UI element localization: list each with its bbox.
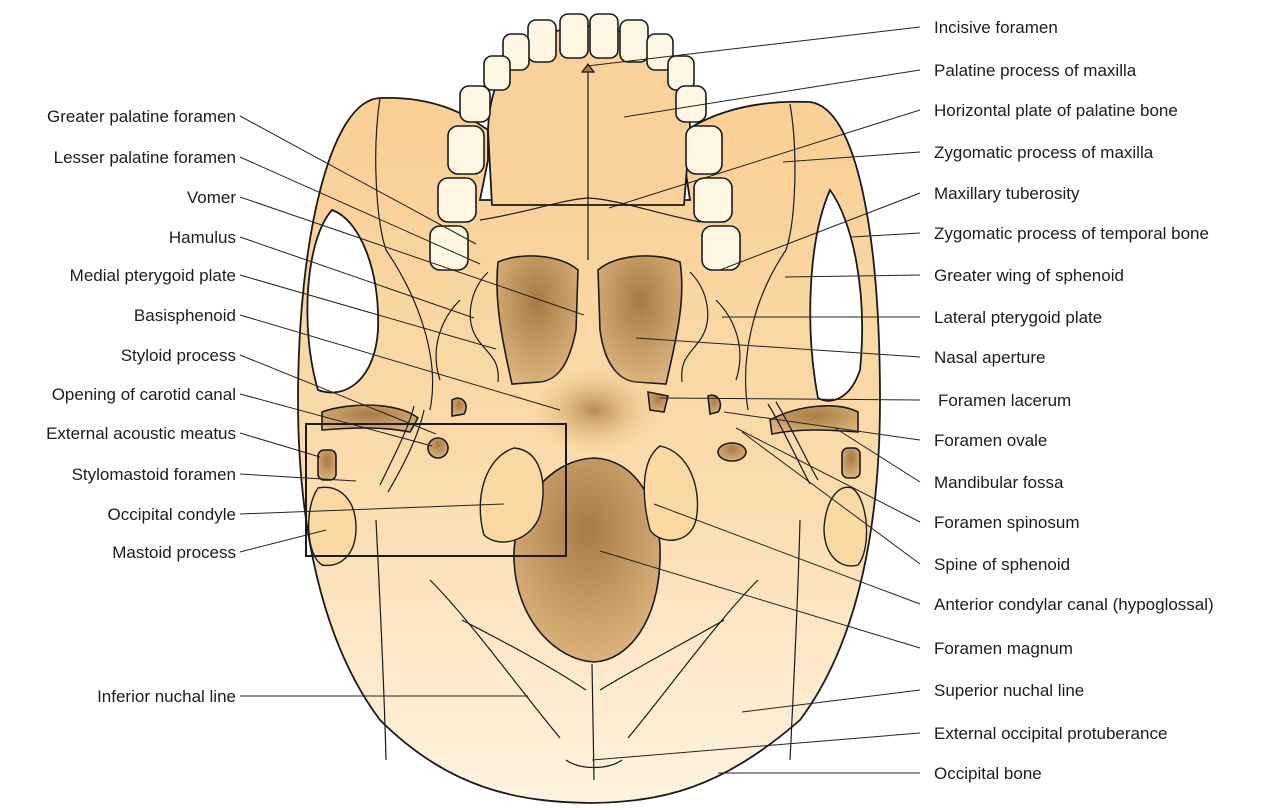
label-mandibular-fossa: Mandibular fossa xyxy=(934,473,1064,492)
label-vomer: Vomer xyxy=(187,188,236,207)
label-medial-pterygoid-plate: Medial pterygoid plate xyxy=(70,266,236,285)
label-basisphenoid: Basisphenoid xyxy=(134,306,236,325)
label-greater-wing-of-sphenoid: Greater wing of sphenoid xyxy=(934,266,1124,285)
label-external-acoustic-meatus: External acoustic meatus xyxy=(46,424,236,443)
left-acoustic-meatus xyxy=(318,450,336,480)
labels-right: Incisive foramen Palatine process of max… xyxy=(934,18,1214,783)
label-styloid-process: Styloid process xyxy=(121,346,236,365)
label-mastoid-process: Mastoid process xyxy=(112,543,236,562)
label-foramen-magnum: Foramen magnum xyxy=(934,639,1073,658)
basisphenoid-region xyxy=(524,362,664,458)
label-greater-palatine-foramen: Greater palatine foramen xyxy=(47,107,236,126)
label-foramen-spinosum: Foramen spinosum xyxy=(934,513,1080,532)
label-zygomatic-process-of-maxilla: Zygomatic process of maxilla xyxy=(934,143,1154,162)
label-stylomastoid-foramen: Stylomastoid foramen xyxy=(72,465,236,484)
label-foramen-lacerum: Foramen lacerum xyxy=(938,391,1071,410)
label-inferior-nuchal-line: Inferior nuchal line xyxy=(97,687,236,706)
label-external-occipital-protuberance: External occipital protuberance xyxy=(934,724,1167,743)
label-superior-nuchal-line: Superior nuchal line xyxy=(934,681,1084,700)
label-hamulus: Hamulus xyxy=(169,228,236,247)
label-opening-of-carotid-canal: Opening of carotid canal xyxy=(52,385,236,404)
labels-left: Greater palatine foramen Lesser palatine… xyxy=(46,107,236,706)
label-palatine-process-of-maxilla: Palatine process of maxilla xyxy=(934,61,1137,80)
label-foramen-ovale: Foramen ovale xyxy=(934,431,1047,450)
label-anterior-condylar-canal: Anterior condylar canal (hypoglossal) xyxy=(934,595,1214,614)
label-occipital-bone: Occipital bone xyxy=(934,764,1042,783)
label-incisive-foramen: Incisive foramen xyxy=(934,18,1058,37)
skull-illustration xyxy=(298,14,880,803)
label-lesser-palatine-foramen: Lesser palatine foramen xyxy=(54,148,236,167)
label-maxillary-tuberosity: Maxillary tuberosity xyxy=(934,184,1080,203)
label-nasal-aperture: Nasal aperture xyxy=(934,348,1046,367)
label-lateral-pterygoid-plate: Lateral pterygoid plate xyxy=(934,308,1102,327)
label-spine-of-sphenoid: Spine of sphenoid xyxy=(934,555,1070,574)
label-horizontal-plate-of-palatine-bone: Horizontal plate of palatine bone xyxy=(934,101,1178,120)
right-acoustic-meatus xyxy=(842,448,860,478)
label-zygomatic-process-of-temporal-bone: Zygomatic process of temporal bone xyxy=(934,224,1209,243)
label-occipital-condyle: Occipital condyle xyxy=(107,505,236,524)
